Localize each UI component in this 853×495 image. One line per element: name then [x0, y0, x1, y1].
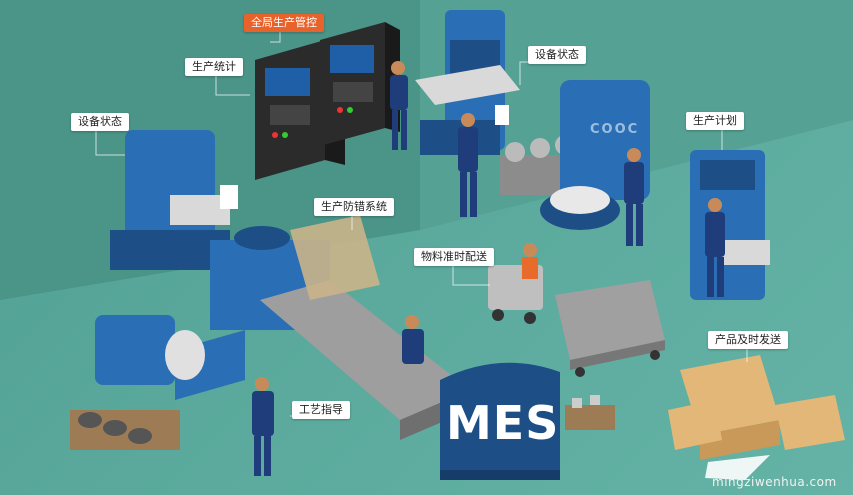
parts-cart [555, 280, 665, 377]
worker-far-right [705, 198, 725, 297]
mes-platform [440, 362, 560, 480]
forklift [488, 243, 543, 324]
worker-cabinet [390, 61, 408, 150]
milling-machine-top [415, 10, 520, 155]
worker-top [458, 113, 478, 217]
conveyor-line [210, 215, 470, 440]
arrow-shape [705, 455, 770, 480]
label-process-guidance: 工艺指导 [292, 401, 350, 419]
brand-text-right: COOC [590, 122, 640, 137]
label-production-plan: 生产计划 [686, 112, 744, 130]
label-product-shipping: 产品及时发送 [708, 331, 788, 349]
shipping-boxes [668, 355, 845, 460]
worker-conveyor [402, 315, 424, 364]
watermark-text: mingziwenhua.com [712, 475, 837, 489]
parts-tray [565, 395, 615, 430]
lathe-bottom-left [70, 315, 245, 450]
label-production-stats: 生产统计 [185, 58, 243, 76]
worker-bottom-left [252, 377, 274, 476]
label-equipment-status-left: 设备状态 [71, 113, 129, 131]
label-equipment-status-top: 设备状态 [528, 46, 586, 64]
label-material-delivery: 物料准时配送 [414, 248, 494, 266]
mes-title: MES [446, 396, 560, 450]
press-machine-far-right [690, 150, 770, 300]
worker-right [624, 148, 644, 246]
label-error-proofing: 生产防错系统 [314, 198, 394, 216]
label-global-control: 全局生产管控 [244, 14, 324, 32]
